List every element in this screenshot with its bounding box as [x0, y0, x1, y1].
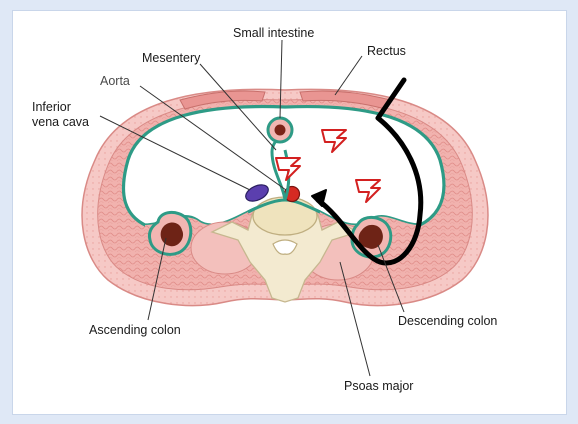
- vertebral-body: [253, 197, 317, 235]
- label-rectus: Rectus: [367, 44, 406, 59]
- label-small-intestine: Small intestine: [233, 26, 314, 41]
- label-inferior-vena-cava-2: vena cava: [32, 115, 89, 130]
- leader-rectus: [335, 56, 362, 95]
- label-psoas-major: Psoas major: [344, 379, 413, 394]
- label-ascending-colon: Ascending colon: [89, 323, 181, 338]
- label-inferior-vena-cava-1: Inferior: [32, 100, 71, 115]
- label-descending-colon: Descending colon: [398, 314, 497, 329]
- small-intestine-lumen: [275, 125, 286, 136]
- label-aorta: Aorta: [100, 74, 130, 89]
- label-mesentery: Mesentery: [142, 51, 200, 66]
